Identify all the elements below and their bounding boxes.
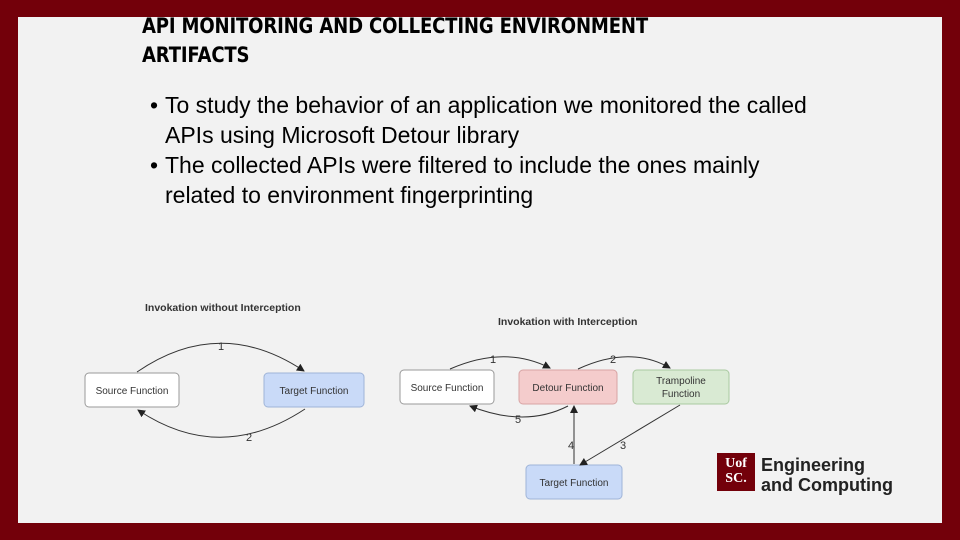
left-edge-1: [136, 342, 305, 373]
logo-mark-line1: Uof: [725, 456, 747, 471]
bullet-list: • To study the behavior of an applicatio…: [150, 90, 810, 210]
right-edge-2: [577, 356, 671, 370]
left-edge-2: [137, 408, 306, 438]
trampoline-label-2: Function: [662, 389, 700, 400]
right-edge-3: [579, 404, 681, 466]
right-edge-5-label: 5: [515, 414, 521, 426]
left-source-label: Source Function: [96, 386, 169, 397]
bullet-item: • The collected APIs were filtered to in…: [150, 150, 810, 210]
bullet-dot: •: [150, 92, 159, 118]
right-target-label: Target Function: [540, 478, 609, 489]
bullet-dot: •: [150, 152, 159, 178]
bullet-text: To study the behavior of an application …: [165, 92, 807, 148]
left-edge-2-label: 2: [246, 432, 252, 444]
right-edge-2-label: 2: [610, 354, 616, 366]
logo-text: Engineering and Computing: [761, 455, 893, 495]
left-edge-1-label: 1: [218, 341, 224, 353]
trampoline-node: Trampoline Function: [632, 369, 730, 405]
right-edge-4-label: 4: [568, 440, 574, 452]
usc-logo: Uof SC.: [717, 453, 755, 491]
bullet-text: The collected APIs were filtered to incl…: [165, 152, 760, 208]
trampoline-label-1: Trampoline: [656, 376, 706, 387]
slide-title: API MONITORING AND COLLECTING ENVIRONMEN…: [142, 14, 648, 67]
right-diagram-title: Invokation with Interception: [498, 316, 637, 328]
left-target-label: Target Function: [280, 386, 349, 397]
right-target-node: Target Function: [525, 464, 623, 500]
right-edge-1: [449, 356, 551, 370]
left-target-node: Target Function: [263, 372, 365, 408]
detour-node: Detour Function: [518, 369, 618, 405]
logo-line2: and Computing: [761, 475, 893, 495]
right-edge-3-label: 3: [620, 440, 626, 452]
right-edge-1-label: 1: [490, 354, 496, 366]
right-edge-5: [469, 404, 569, 418]
logo-mark-line2: SC.: [725, 471, 747, 486]
right-source-label: Source Function: [411, 383, 484, 394]
right-source-node: Source Function: [399, 369, 495, 405]
left-diagram-title: Invokation without Interception: [145, 302, 301, 314]
logo-line1: Engineering: [761, 455, 866, 475]
detour-label: Detour Function: [532, 383, 603, 394]
bullet-item: • To study the behavior of an applicatio…: [150, 90, 810, 150]
slide: [18, 17, 942, 523]
left-source-node: Source Function: [84, 372, 180, 408]
